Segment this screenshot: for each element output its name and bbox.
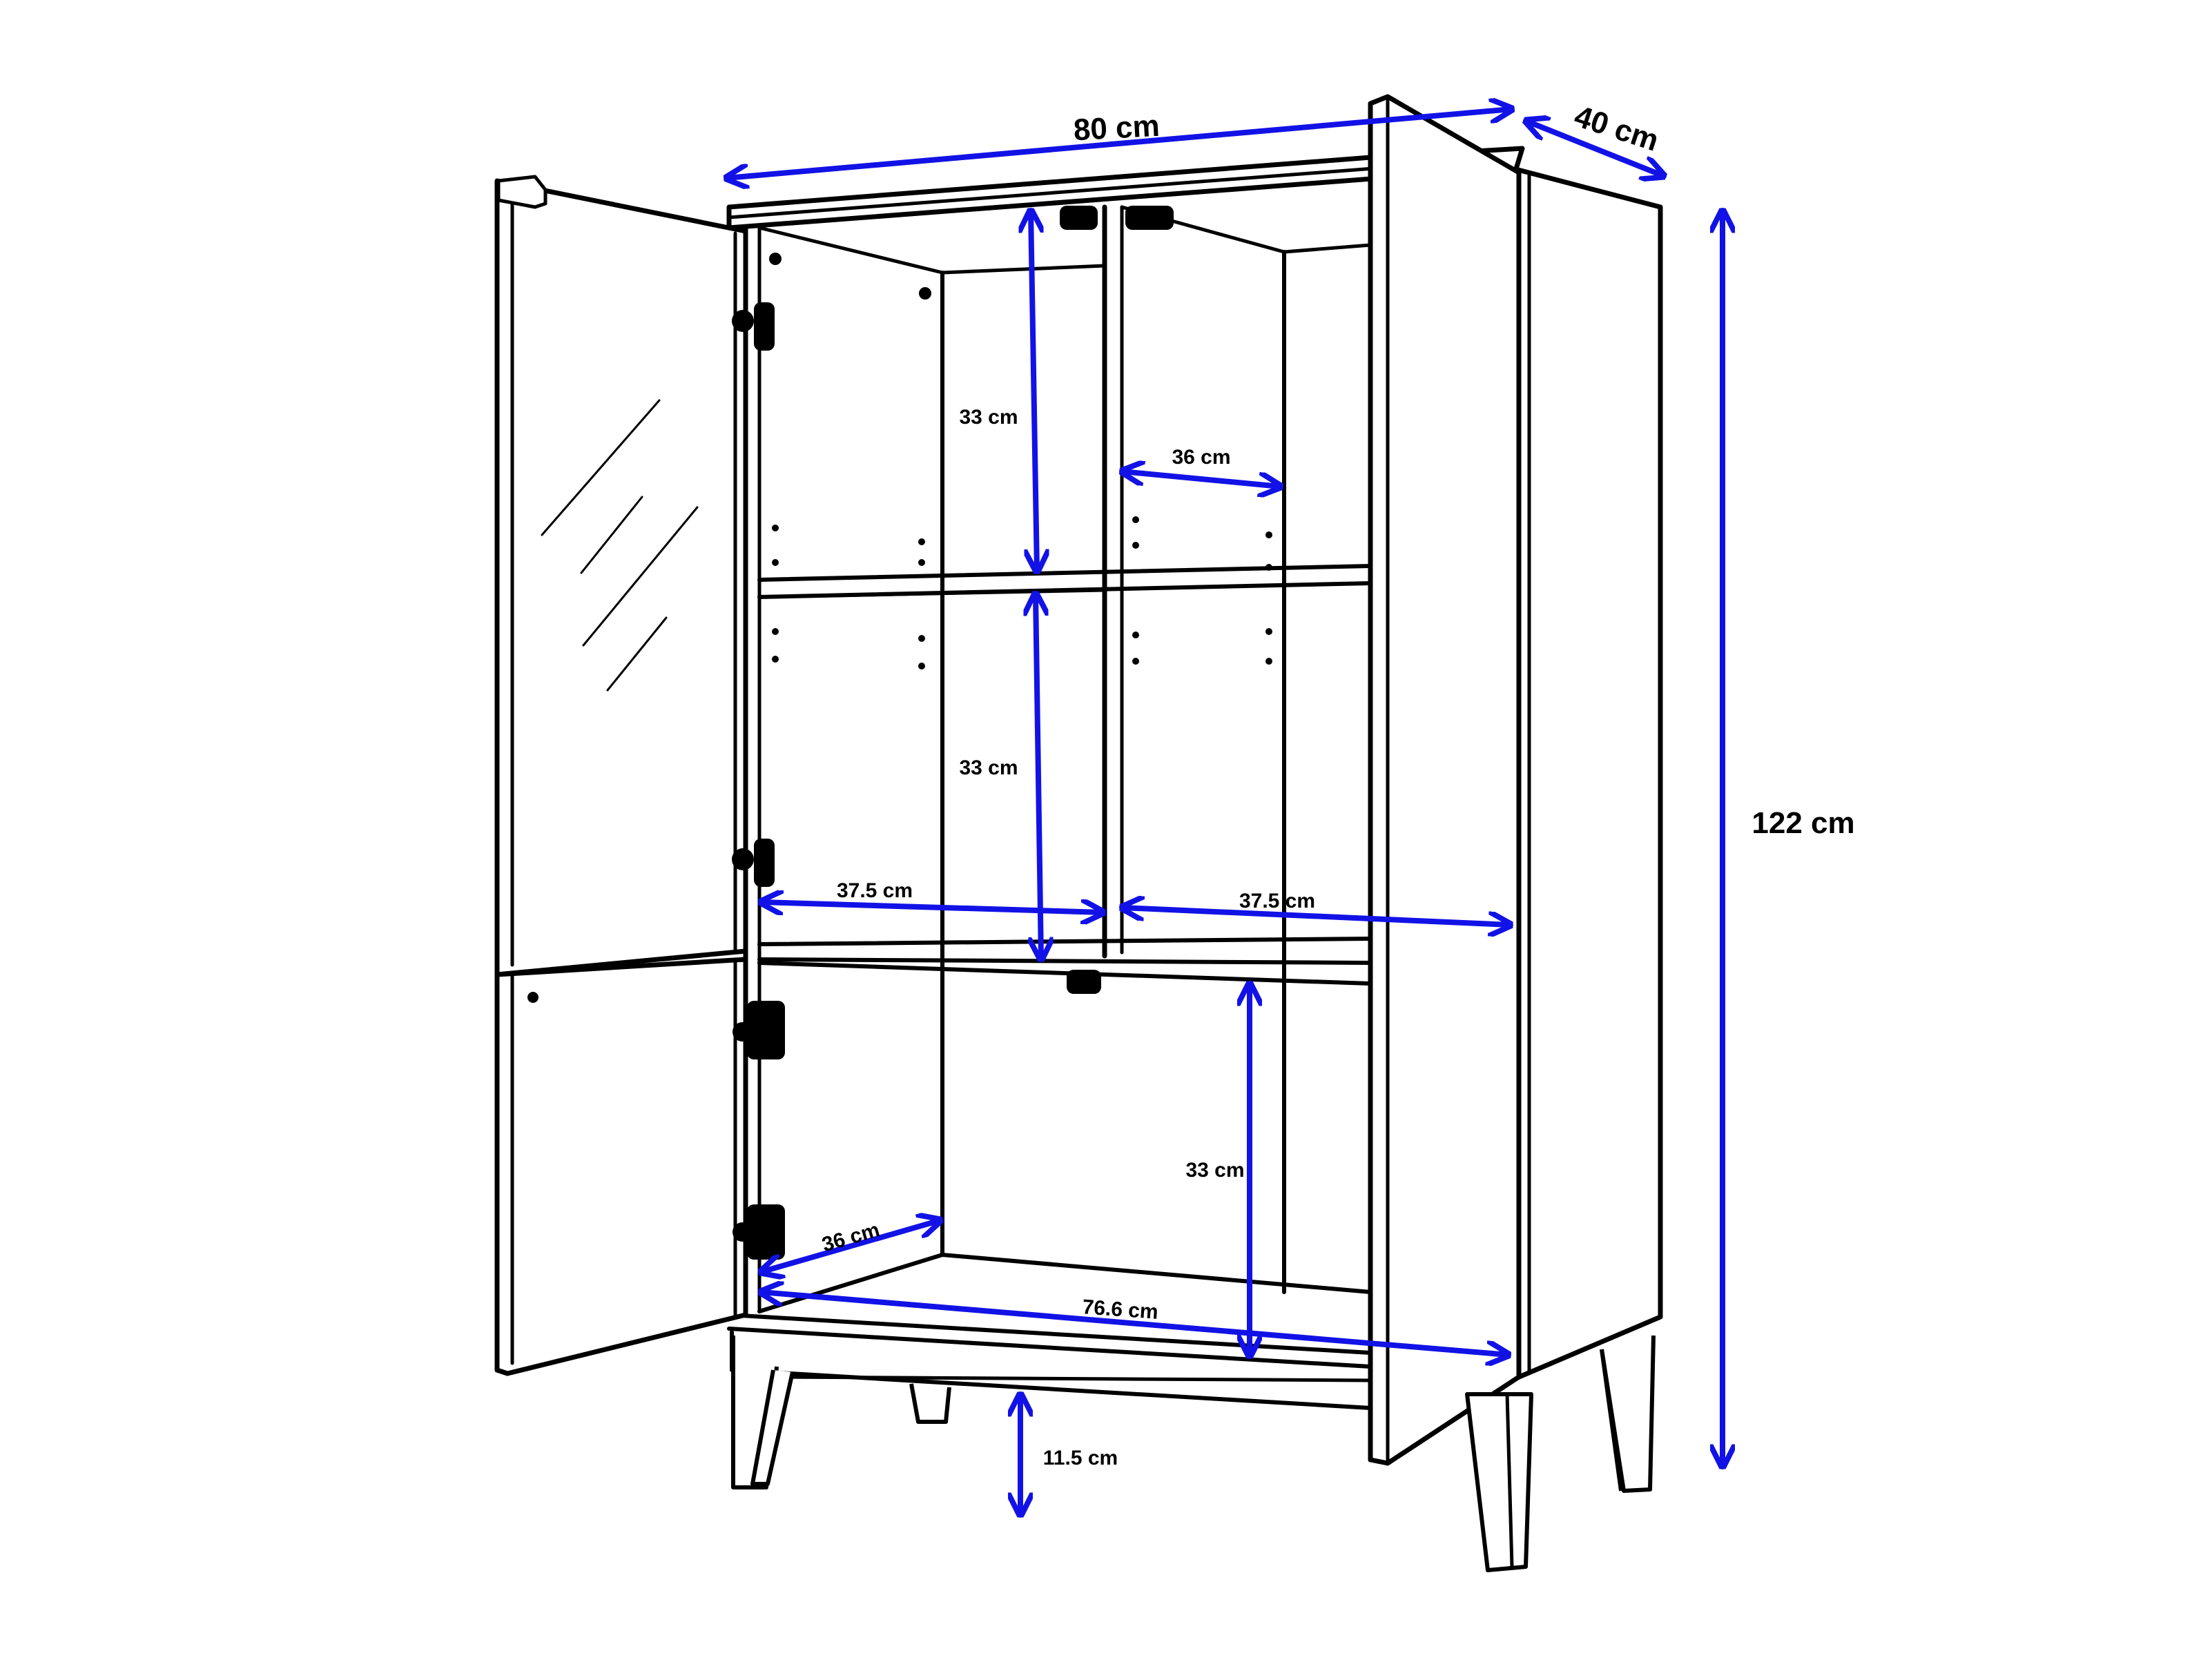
label-middle-right-width: 37.5 cm xyxy=(1239,890,1315,912)
arrow-upper-left-height xyxy=(1031,208,1037,574)
arrow-bottom-depth xyxy=(761,1220,940,1272)
arrow-middle-left-width xyxy=(761,902,1103,912)
label-bottom-depth: 36 cm xyxy=(819,1218,882,1256)
arrow-bottom-inner-width xyxy=(761,1292,1508,1355)
cabinet-drawing xyxy=(494,94,1663,1572)
arrow-upper-right-depth xyxy=(1122,471,1281,487)
label-middle-left-height: 33 cm xyxy=(959,756,1018,779)
label-lower-right-height: 33 cm xyxy=(1185,1159,1244,1182)
label-bottom-inner-width: 76.6 cm xyxy=(1082,1296,1159,1324)
arrow-width xyxy=(726,109,1512,178)
label-width: 80 cm xyxy=(1073,109,1161,147)
label-height: 122 cm xyxy=(1752,806,1854,840)
arrow-depth xyxy=(1526,121,1664,176)
arrow-middle-left-height xyxy=(1036,591,1041,962)
arrow-middle-right-width xyxy=(1122,908,1511,925)
label-upper-left-height: 33 cm xyxy=(959,406,1018,429)
label-upper-right-depth: 36 cm xyxy=(1172,446,1230,469)
label-depth: 40 cm xyxy=(1571,99,1663,158)
label-middle-left-width: 37.5 cm xyxy=(837,879,913,902)
label-leg-height: 11.5 cm xyxy=(1043,1447,1118,1469)
dimension-arrows xyxy=(726,109,1723,1518)
dimension-labels: 80 cm 40 cm 122 cm 33 cm 33 cm 33 cm 36 … xyxy=(819,99,1855,1469)
hinge-icon xyxy=(732,206,1174,1260)
